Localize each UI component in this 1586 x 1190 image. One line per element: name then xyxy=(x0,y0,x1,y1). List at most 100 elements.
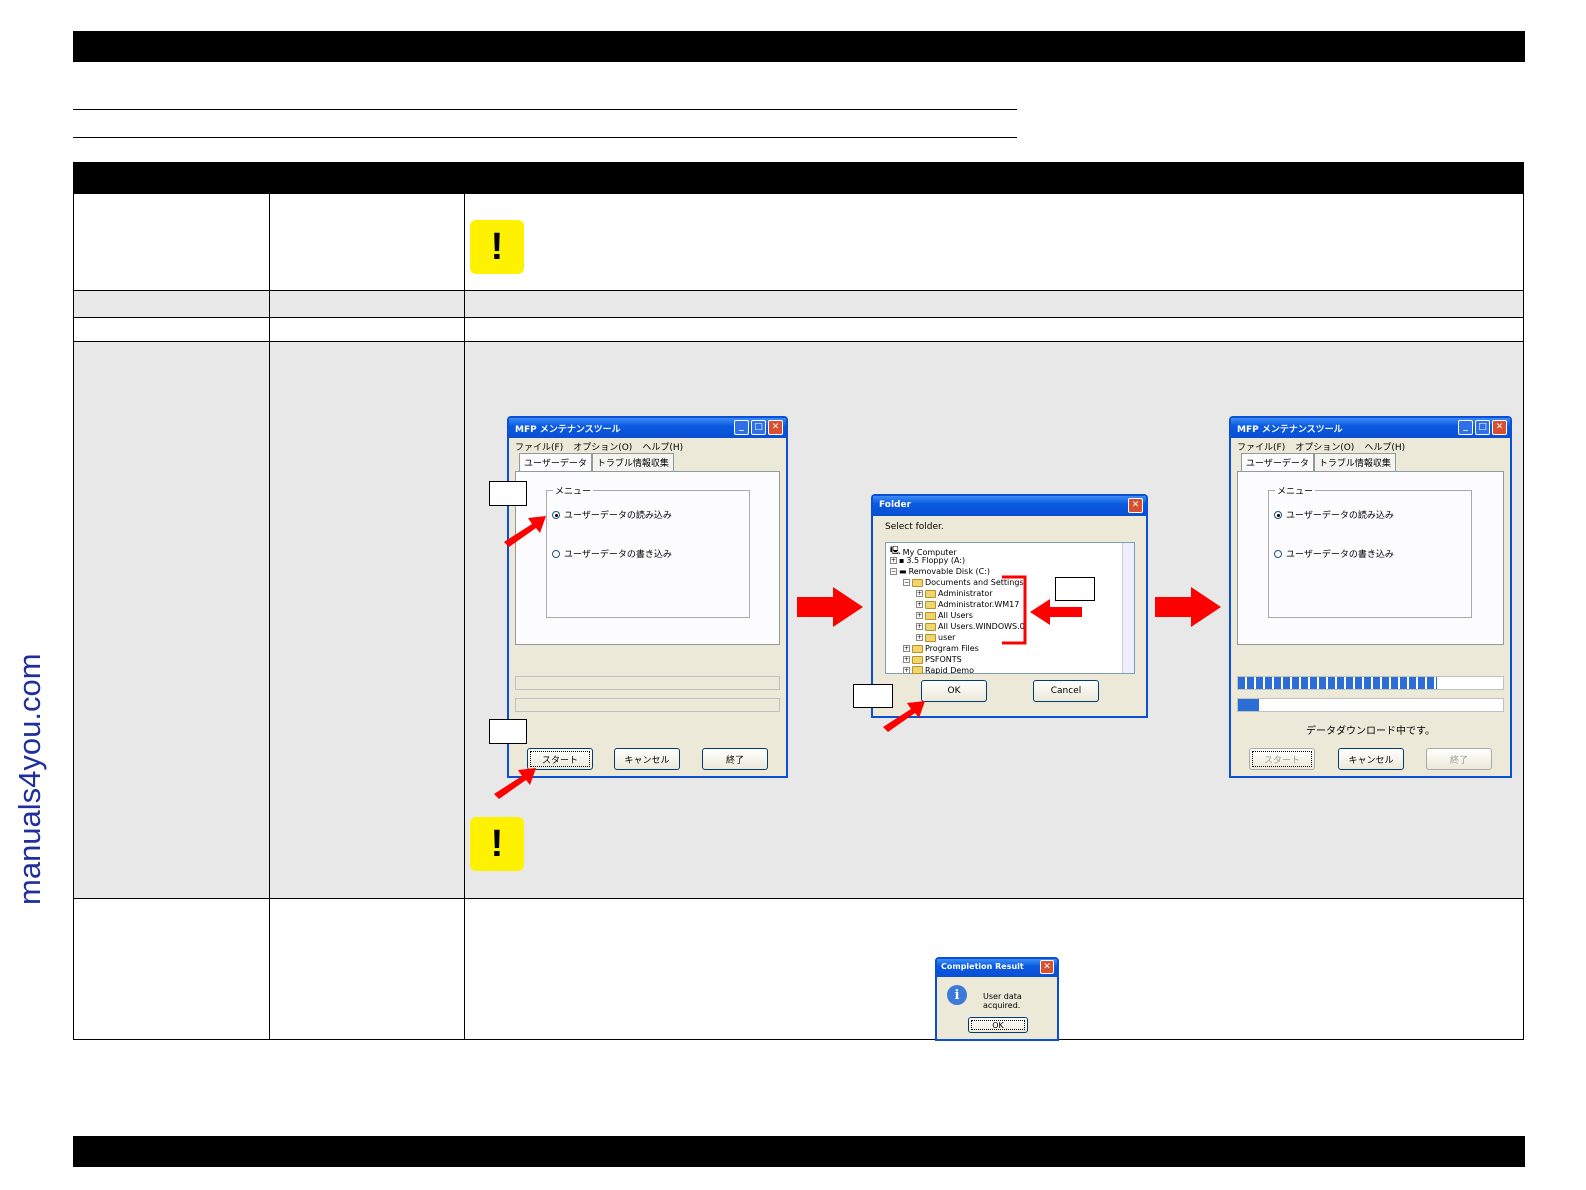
folder-prompt: Select folder. xyxy=(885,522,944,532)
red-arrow-icon xyxy=(883,701,925,732)
expand-icon[interactable]: + xyxy=(903,645,910,652)
expand-icon[interactable]: + xyxy=(916,612,923,619)
expand-icon[interactable]: + xyxy=(890,557,897,564)
menu-groupbox: メニュー xyxy=(546,484,750,618)
expand-icon[interactable]: + xyxy=(916,590,923,597)
expand-icon[interactable]: + xyxy=(903,666,910,674)
tree-item[interactable]: +▪3.5 Floppy (A:) xyxy=(890,556,966,565)
maintenance-tool-window-progress: MFP メンテナンスツール _ □ ✕ ファイル(F) オプション(O) ヘルプ… xyxy=(1229,416,1512,778)
tree-item[interactable]: +user xyxy=(916,633,956,642)
radio-unselected-icon xyxy=(1274,549,1282,558)
menu-help[interactable]: ヘルプ(H) xyxy=(642,443,684,453)
close-icon[interactable]: ✕ xyxy=(768,420,783,435)
exit-button[interactable]: 終了 xyxy=(702,748,768,770)
expand-icon[interactable]: + xyxy=(916,634,923,641)
tab-panel: メニュー ユーザーデータの読み込み ユーザーデータの書き込み xyxy=(1237,471,1504,645)
tab-user-data[interactable]: ユーザーデータ xyxy=(519,453,592,471)
footer-bar xyxy=(73,1136,1525,1167)
minimize-icon[interactable]: _ xyxy=(1458,420,1473,435)
tab-trouble-info[interactable]: トラブル情報収集 xyxy=(591,453,674,471)
radio-write-user-data[interactable]: ユーザーデータの書き込み xyxy=(1274,547,1394,560)
disk-icon: ▬ xyxy=(899,567,907,576)
tree-item[interactable]: +Administrator xyxy=(916,589,993,598)
tab-user-data[interactable]: ユーザーデータ xyxy=(1241,453,1314,471)
tab-strip: ユーザーデータ トラブル情報収集 xyxy=(509,453,786,471)
step-number-cell xyxy=(73,341,270,899)
progress-bar-main xyxy=(1237,676,1504,690)
divider-line xyxy=(73,137,1017,138)
tab-trouble-info[interactable]: トラブル情報収集 xyxy=(1313,453,1396,471)
folder-icon xyxy=(912,644,923,653)
tree-item[interactable]: +All Users xyxy=(916,611,973,620)
expand-icon[interactable]: + xyxy=(903,656,910,663)
radio-write-user-data[interactable]: ユーザーデータの書き込み xyxy=(552,547,672,560)
step-cell xyxy=(268,317,465,342)
folder-icon xyxy=(925,600,936,609)
start-button[interactable]: スタート xyxy=(1249,748,1315,770)
info-icon: i xyxy=(947,985,967,1005)
radio-read-user-data[interactable]: ユーザーデータの読み込み xyxy=(1274,508,1394,521)
caution-icon: ! xyxy=(470,220,524,274)
callout-box xyxy=(489,719,527,744)
menu-file[interactable]: ファイル(F) xyxy=(1237,443,1286,453)
expand-icon[interactable]: + xyxy=(916,601,923,608)
tree-item[interactable]: +Program Files xyxy=(903,644,979,653)
minimize-icon[interactable]: _ xyxy=(734,420,749,435)
cancel-button[interactable]: キャンセル xyxy=(1338,748,1404,770)
tree-item[interactable]: +All Users.WINDOWS.0 xyxy=(916,622,1025,631)
folder-icon xyxy=(925,589,936,598)
collapse-icon[interactable]: − xyxy=(890,568,897,575)
tree-item[interactable]: +Rapid Demo xyxy=(903,666,974,674)
progress-fill xyxy=(1238,677,1437,689)
tree-item[interactable]: −Documents and Settings xyxy=(903,578,1024,587)
callout-box xyxy=(489,481,527,506)
window-title: MFP メンテナンスツール xyxy=(1237,425,1343,435)
radio-read-user-data[interactable]: ユーザーデータの読み込み xyxy=(552,508,672,521)
completion-dialog: Completion Result ✕ i User data acquired… xyxy=(935,957,1059,1041)
progress-field xyxy=(515,698,780,712)
collapse-icon[interactable]: − xyxy=(903,579,910,586)
folder-tree[interactable]: 🖳My Computer +▪3.5 Floppy (A:) −▬Removab… xyxy=(885,542,1135,674)
tab-panel: メニュー ユーザーデータの読み込み ユーザーデータの書き込み xyxy=(515,471,780,645)
cancel-button[interactable]: キャンセル xyxy=(614,748,680,770)
scrollbar[interactable] xyxy=(1122,543,1134,673)
tree-item[interactable]: +Administrator.WM17 xyxy=(916,600,1020,609)
radio-label: ユーザーデータの読み込み xyxy=(564,511,672,521)
window-titlebar: Folder ✕ xyxy=(873,496,1146,516)
description-cell xyxy=(464,317,1524,342)
progress-fill xyxy=(1238,699,1260,711)
tree-item[interactable]: +PSFONTS xyxy=(903,655,962,664)
menu-options[interactable]: オプション(O) xyxy=(1295,443,1355,453)
progress-bar-sub xyxy=(1237,698,1504,712)
groupbox-label: メニュー xyxy=(1275,484,1316,497)
menu-help[interactable]: ヘルプ(H) xyxy=(1364,443,1406,453)
status-text: データダウンロード中です。 xyxy=(1306,726,1435,737)
cancel-button[interactable]: Cancel xyxy=(1033,680,1099,702)
maximize-icon[interactable]: □ xyxy=(1475,420,1490,435)
maximize-icon[interactable]: □ xyxy=(751,420,766,435)
radio-label: ユーザーデータの書き込み xyxy=(564,550,672,560)
window-titlebar: MFP メンテナンスツール _ □ ✕ xyxy=(1231,418,1510,438)
callout-box xyxy=(853,684,893,708)
red-arrow-left-icon xyxy=(1030,599,1082,625)
exit-button[interactable]: 終了 xyxy=(1426,748,1492,770)
window-titlebar: MFP メンテナンスツール _ □ ✕ xyxy=(509,418,786,438)
menu-options[interactable]: オプション(O) xyxy=(573,443,633,453)
start-button[interactable]: スタート xyxy=(527,748,593,770)
tree-item[interactable]: 🖳My Computer xyxy=(890,545,957,559)
maintenance-tool-window: MFP メンテナンスツール _ □ ✕ ファイル(F) オプション(O) ヘルプ… xyxy=(507,416,788,778)
watermark: manuals4you.com xyxy=(12,653,47,905)
red-bracket xyxy=(1002,575,1027,645)
expand-icon[interactable]: + xyxy=(916,623,923,630)
red-arrow-right-icon xyxy=(797,587,863,627)
tree-item[interactable]: −▬Removable Disk (C:) xyxy=(890,567,991,576)
ok-button[interactable]: OK xyxy=(968,1017,1028,1033)
ok-button[interactable]: OK xyxy=(921,680,987,702)
progress-field xyxy=(515,676,780,690)
close-icon[interactable]: ✕ xyxy=(1492,420,1507,435)
menu-file[interactable]: ファイル(F) xyxy=(515,443,564,453)
close-icon[interactable]: ✕ xyxy=(1040,960,1054,974)
close-icon[interactable]: ✕ xyxy=(1128,498,1143,513)
folder-dialog: Folder ✕ Select folder. 🖳My Computer +▪3… xyxy=(871,494,1148,718)
description-cell xyxy=(464,193,1524,291)
